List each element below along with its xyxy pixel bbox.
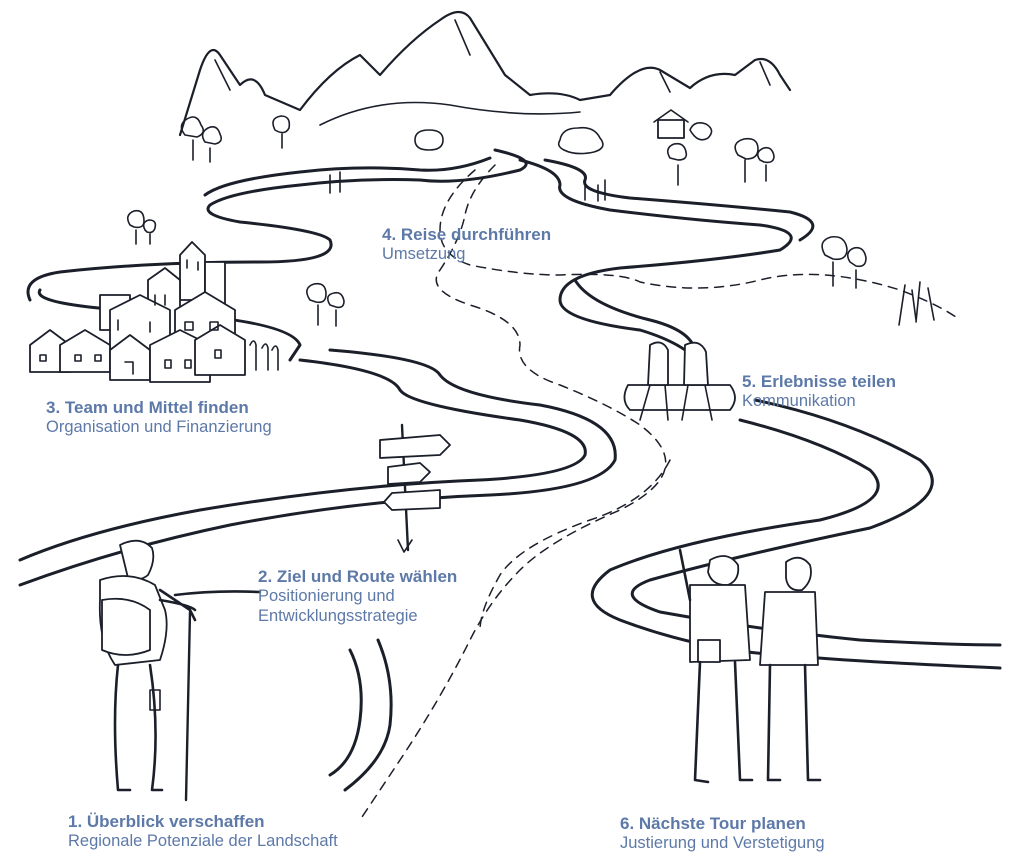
stage-3-title: 3. Team und Mittel finden xyxy=(46,398,249,417)
dashed-paths xyxy=(359,164,961,821)
stage-1-subtitle: Regionale Potenziale der Landschaft xyxy=(68,832,338,851)
hiker-left xyxy=(98,539,262,802)
stage-6-label: 6. Nächste Tour planen Justierung und Ve… xyxy=(620,814,825,854)
stage-4-subtitle: Umsetzung xyxy=(382,245,466,264)
far-trees xyxy=(126,109,867,327)
signpost xyxy=(379,423,451,553)
stage-2-title: 2. Ziel und Route wählen xyxy=(258,567,458,586)
stage-4-label: 4. Reise durchführen Umsetzung xyxy=(382,225,551,265)
stage-2-subtitle-line-2: Entwicklungsstrategie xyxy=(258,607,418,626)
stage-3-label: 3. Team und Mittel finden Organisation u… xyxy=(46,398,272,438)
stage-2-label: 2. Ziel und Route wählen Positionierung … xyxy=(258,567,457,627)
stage-4-title: 4. Reise durchführen xyxy=(382,225,552,244)
stage-5-subtitle: Kommunikation xyxy=(742,392,856,411)
sitting-pair xyxy=(623,341,736,421)
road-right xyxy=(518,158,1002,670)
stage-6-title: 6. Nächste Tour planen xyxy=(620,814,806,833)
mountain-range xyxy=(178,10,792,137)
stage-5-label: 5. Erlebnisse teilen Kommunikation xyxy=(742,372,896,412)
hikers-right xyxy=(678,548,822,784)
stage-1-label: 1. Überblick verschaffen Regionale Poten… xyxy=(68,812,338,852)
stage-3-subtitle: Organisation und Finanzierung xyxy=(46,418,272,437)
stage-1-title: 1. Überblick verschaffen xyxy=(68,812,265,831)
walkers xyxy=(329,171,935,326)
stage-5-title: 5. Erlebnisse teilen xyxy=(742,372,897,391)
stage-2-subtitle-line-1: Positionierung und xyxy=(258,587,395,606)
stage-6-subtitle: Justierung und Verstetigung xyxy=(620,834,825,853)
road-left xyxy=(18,148,617,792)
village xyxy=(29,241,279,383)
